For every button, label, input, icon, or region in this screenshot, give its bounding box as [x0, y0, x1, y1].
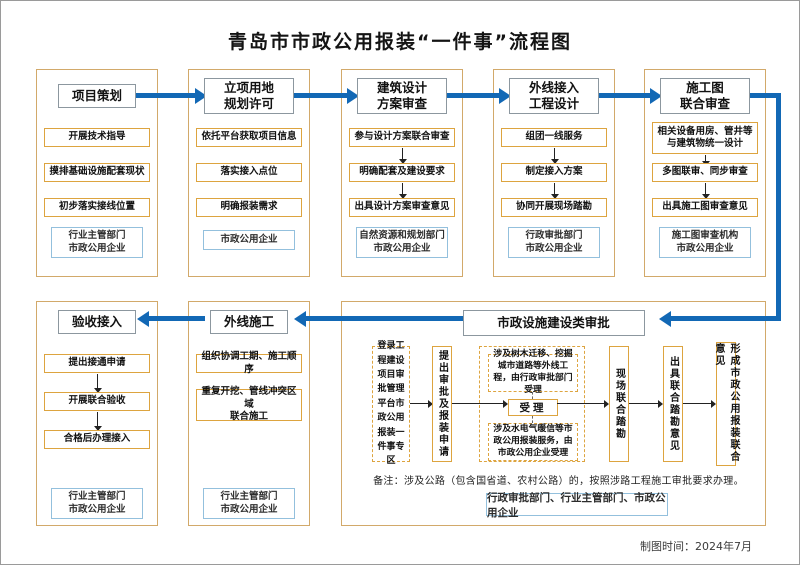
flow-arrow [137, 310, 205, 327]
stage-external-line-design: 外线接入 工程设计 组团一线服务 制定接入方案 协同开展现场踏勘 行政审批部门 … [493, 69, 615, 277]
portal-login-box: 登录工程建设项目审批管理平台市政公用报装一件事专区 [372, 341, 410, 466]
flow-arrow [294, 310, 476, 327]
stage-header: 建筑设计 方案审查 [357, 78, 447, 114]
stage-header: 立项用地 规划许可 [204, 78, 294, 114]
responsible-dept: 自然资源和规划部门 市政公用企业 [356, 227, 448, 258]
dashed-connector [532, 392, 533, 399]
process-step: 重复开挖、管线冲突区域 联合施工 [196, 386, 302, 422]
footer-date: 制图时间：2024年7月 [640, 540, 752, 553]
stage-acceptance-connection: 验收接入 提出接通申请 开展联合验收 合格后办理接入 行业主管部门 市政公用企业 [36, 301, 158, 526]
process-step: 组团一线服务 [501, 128, 607, 147]
responsible-dept: 行政审批部门 市政公用企业 [508, 227, 600, 258]
flow-arrow [659, 310, 779, 327]
stage-header: 外线接入 工程设计 [509, 78, 599, 114]
process-step: 协同开展现场踏勘 [501, 198, 607, 217]
apply-box: 提出审批及报装申请 [432, 346, 452, 462]
process-step: 明确报装需求 [196, 198, 302, 217]
flow-arrow [136, 87, 207, 104]
diagram-title: 青岛市市政公用报装“一件事”流程图 [228, 31, 572, 53]
route-admin-box: 涉及树木迁移、挖掘城市道路等外线工程，由行政审批部门受理 [488, 349, 578, 395]
process-step: 出具设计方案审查意见 [349, 198, 455, 217]
flow-arrow [410, 398, 433, 409]
process-step: 依托平台获取项目信息 [196, 128, 302, 147]
stage-header: 外线施工 [210, 310, 288, 334]
process-step: 落实接入点位 [196, 163, 302, 182]
step-arrow [549, 148, 560, 164]
step-arrow [700, 155, 711, 166]
process-step: 相关设备用房、管井等 与建筑物统一设计 [652, 122, 758, 154]
process-step: 出具施工图审查意见 [652, 198, 758, 217]
process-step: 组织协调工期、施工顺序 [196, 351, 302, 375]
process-step: 参与设计方案联合审查 [349, 128, 455, 147]
process-step: 制定接入方案 [501, 163, 607, 182]
stage-drawing-joint-review: 施工图 联合审查 相关设备用房、管井等 与建筑物统一设计 多图联审、同步审查 出… [644, 69, 766, 277]
flow-elbow-vertical [776, 93, 781, 321]
accept-box: 受理 [508, 399, 558, 416]
stage-project-planning: 项目策划 开展技术指导 摸排基础设施配套现状 初步落实接线位置 行业主管部门 市… [36, 69, 158, 277]
stage-external-line-construction: 外线施工 组织协调工期、施工顺序 重复开挖、管线冲突区域 联合施工 行业主管部门… [188, 301, 310, 526]
stage-header: 验收接入 [58, 310, 136, 334]
process-step: 初步落实接线位置 [44, 198, 150, 217]
site-survey-box: 现场联合踏勘 [609, 346, 629, 462]
stage-header: 施工图 联合审查 [660, 78, 750, 114]
approval-panel: 市政设施建设类审批 登录工程建设项目审批管理平台市政公用报装一件事专区 提出审批… [341, 301, 766, 526]
responsible-dept: 行业主管部门 市政公用企业 [51, 488, 143, 519]
joint-opinion-result-box: 形成市政公用报装联合意见 [713, 342, 739, 466]
responsible-dept: 行业主管部门 市政公用企业 [51, 227, 143, 258]
flow-arrow [683, 398, 716, 409]
route-utility-box: 涉及水电气暖信等市政公用报装服务，由市政公用企业受理 [488, 423, 578, 461]
flow-arrow [557, 398, 609, 409]
stage-design-review: 建筑设计 方案审查 参与设计方案联合审查 明确配套及建设要求 出具设计方案审查意… [341, 69, 463, 277]
step-arrow [397, 183, 408, 199]
step-arrow [92, 374, 103, 393]
step-arrow [549, 183, 560, 199]
process-step: 摸排基础设施配套现状 [44, 163, 150, 182]
step-arrow [397, 148, 408, 164]
step-arrow [700, 183, 711, 199]
stage-header: 项目策划 [58, 84, 136, 108]
approval-header: 市政设施建设类审批 [462, 310, 645, 336]
flow-arrow [629, 398, 663, 409]
flow-arrow [447, 87, 511, 104]
flow-arrow [294, 87, 359, 104]
survey-opinion-box: 出具联合踏勘意见 [663, 346, 683, 462]
process-step: 开展联合验收 [44, 392, 150, 411]
flow-arrow [599, 87, 662, 104]
process-step: 多图联审、同步审查 [652, 163, 758, 182]
process-step: 明确配套及建设要求 [349, 163, 455, 182]
stage-land-permit: 立项用地 规划许可 依托平台获取项目信息 落实接入点位 明确报装需求 市政公用企… [188, 69, 310, 277]
acceptance-routing-group: 涉及树木迁移、挖掘城市道路等外线工程，由行政审批部门受理 受理 涉及水电气暖信等… [479, 346, 585, 462]
responsible-dept: 行政审批部门、行业主管部门、市政公用企业 [486, 492, 668, 519]
process-step: 开展技术指导 [44, 128, 150, 147]
dashed-connector [532, 416, 533, 423]
process-step: 提出接通申请 [44, 354, 150, 373]
step-arrow [92, 412, 103, 431]
responsible-dept: 行业主管部门 市政公用企业 [203, 488, 295, 519]
process-step: 合格后办理接入 [44, 430, 150, 449]
flow-elbow-top [750, 93, 781, 98]
responsible-dept: 施工图审查机构 市政公用企业 [659, 227, 751, 258]
flow-arrow [452, 398, 508, 409]
responsible-dept: 市政公用企业 [203, 230, 295, 250]
remark-note: 备注：涉及公路（包含国省道、农村公路）的，按照涉路工程施工审批要求办理。 [373, 476, 744, 487]
